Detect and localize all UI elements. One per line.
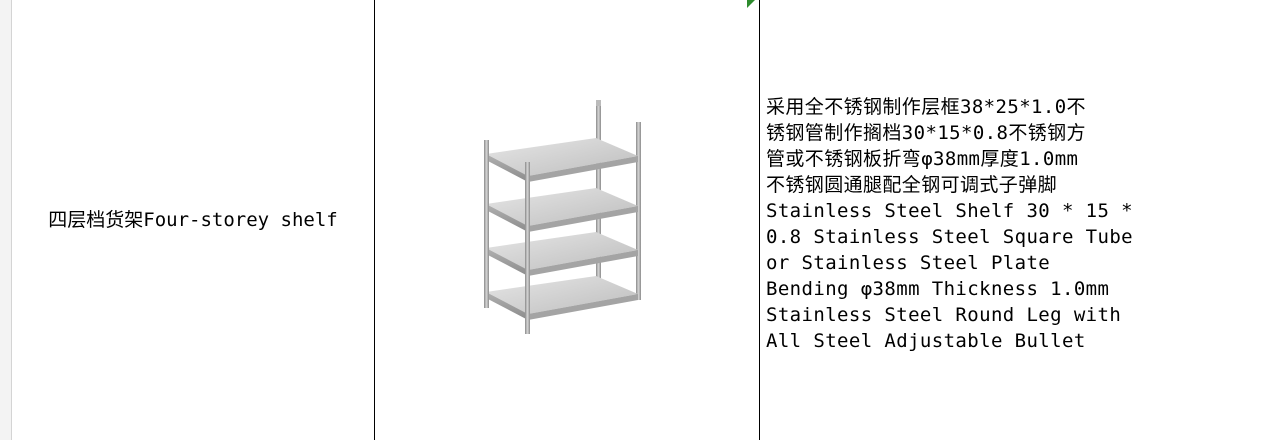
description-line: or Stainless Steel Plate [766,252,1051,274]
cell-product-name[interactable]: 四层档货架Four-storey shelf [12,0,375,440]
shelf-image [484,100,641,334]
comment-marker-icon [747,0,755,8]
description-line: All Steel Adjustable Bullet [766,330,1086,352]
table-row: 四层档货架Four-storey shelf [12,0,1270,440]
description-line: Stainless Steel Round Leg with [766,304,1122,326]
cell-product-description[interactable]: 采用全不锈钢制作层框38*25*1.0不 锈钢管制作搁档30*15*0.8不锈钢… [759,0,1269,440]
description-line: 0.8 Stainless Steel Square Tube [766,226,1134,248]
cell-product-image[interactable] [375,0,760,440]
shelf-levels [486,138,638,320]
product-description-text: 采用全不锈钢制作层框38*25*1.0不 锈钢管制作搁档30*15*0.8不锈钢… [760,86,1269,354]
description-line: Stainless Steel Shelf 30 * 15 * [766,200,1134,222]
description-line: 锈钢管制作搁档30*15*0.8不锈钢方 [766,122,1086,144]
description-line: 采用全不锈钢制作层框38*25*1.0不 [766,96,1086,118]
description-line: 管或不锈钢板折弯φ38mm厚度1.0mm [766,148,1079,170]
row-gutter [0,0,12,440]
product-name-text: 四层档货架Four-storey shelf [48,209,338,231]
description-line: Bending φ38mm Thickness 1.0mm [766,278,1110,300]
description-line: 不锈钢圆通腿配全钢可调式子弹脚 [766,174,1058,196]
